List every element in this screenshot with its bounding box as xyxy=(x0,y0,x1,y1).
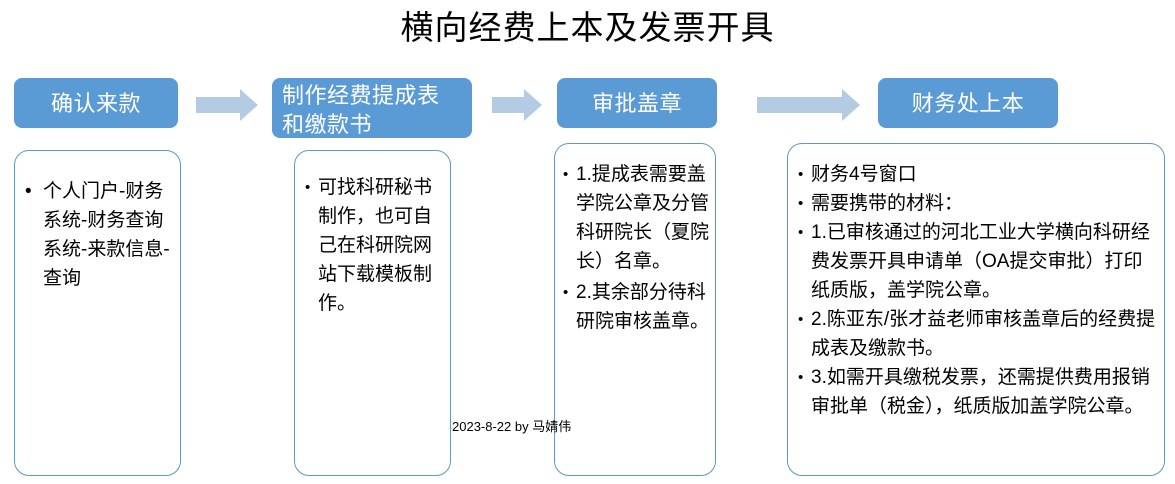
step-content-box-4: • 财务4号窗口 • 需要携带的材料： • 1.已审核通过的河北工业大学横向科研… xyxy=(787,143,1165,476)
step-header-label: 确认来款 xyxy=(50,90,141,116)
bullet-text: 需要携带的材料： xyxy=(811,193,964,214)
bullet-text: 可找科研秘书制作，也可自己在科研院网站下载模板制作。 xyxy=(318,177,433,314)
step-header-prepare-forms[interactable]: 制作经费提成表 和缴款书 xyxy=(272,78,472,138)
page-title: 横向经费上本及发票开具 xyxy=(400,9,775,46)
list-item: • 2.其余部分待科研院审核盖章。 xyxy=(563,278,709,336)
arrow-head xyxy=(842,89,860,121)
list-item: • 1.已审核通过的河北工业大学横向科研经费发票开具申请单（OA提交审批）打印纸… xyxy=(798,218,1156,305)
list-item: • 3.如需开具缴税发票，还需提供费用报销审批单（税金），纸质版加盖学院公章。 xyxy=(798,363,1156,421)
arrow-shaft xyxy=(757,97,842,113)
flow-arrow-right-icon xyxy=(492,89,542,121)
bullet-marker: • xyxy=(798,166,804,183)
step-content-box-2: • 可找科研秘书制作，也可自己在科研院网站下载模板制作。 xyxy=(294,150,451,476)
bullet-list-1: • 个人门户-财务系统-财务查询系统-来款信息-查询 xyxy=(15,151,180,293)
step-content-box-1: • 个人门户-财务系统-财务查询系统-来款信息-查询 xyxy=(14,150,181,476)
step-header-finance-office[interactable]: 财务处上本 xyxy=(878,78,1058,128)
flow-arrow-right-icon xyxy=(757,89,860,121)
bullet-list-4: • 财务4号窗口 • 需要携带的材料： • 1.已审核通过的河北工业大学横向科研… xyxy=(788,144,1164,421)
list-item: • 财务4号窗口 xyxy=(798,160,1156,189)
step-header-label-line1: 制作经费提成表 xyxy=(282,83,440,108)
bullet-text: 2.陈亚东/张才益老师审核盖章后的经费提成表及缴款书。 xyxy=(811,309,1156,359)
step-header-approval-stamp[interactable]: 审批盖章 xyxy=(557,78,717,128)
bullet-text: 2.其余部分待科研院审核盖章。 xyxy=(576,282,710,332)
step-header-confirm-payment[interactable]: 确认来款 xyxy=(14,78,178,128)
footer-credit-note: 2023-8-22 by 马婧伟 xyxy=(452,419,572,434)
arrow-shaft xyxy=(492,97,524,113)
bullet-marker: • xyxy=(798,224,804,241)
step-header-label: 审批盖章 xyxy=(591,90,682,116)
arrow-head xyxy=(240,89,258,121)
bullet-marker: • xyxy=(798,311,804,328)
arrow-head xyxy=(524,89,542,121)
list-item: • 可找科研秘书制作，也可自己在科研院网站下载模板制作。 xyxy=(305,173,444,318)
bullet-marker: • xyxy=(563,284,569,301)
bullet-list-2: • 可找科研秘书制作，也可自己在科研院网站下载模板制作。 xyxy=(295,151,450,318)
list-item: • 个人门户-财务系统-财务查询系统-来款信息-查询 xyxy=(25,177,172,293)
step-header-label-line2: 和缴款书 xyxy=(282,112,373,137)
bullet-text: 财务4号窗口 xyxy=(811,164,917,185)
bullet-text: 1.已审核通过的河北工业大学横向科研经费发票开具申请单（OA提交审批）打印纸质版… xyxy=(811,222,1150,301)
list-item: • 需要携带的材料： xyxy=(798,189,1156,218)
list-item: • 1.提成表需要盖学院公章及分管科研院长（夏院长）名章。 xyxy=(563,160,709,276)
bullet-list-3: • 1.提成表需要盖学院公章及分管科研院长（夏院长）名章。 • 2.其余部分待科… xyxy=(555,144,715,336)
bullet-marker: • xyxy=(25,181,32,202)
step-header-label: 财务处上本 xyxy=(911,90,1025,116)
bullet-marker: • xyxy=(305,179,311,196)
flow-arrow-right-icon xyxy=(196,89,258,121)
bullet-text: 1.提成表需要盖学院公章及分管科研院长（夏院长）名章。 xyxy=(576,164,710,272)
bullet-marker: • xyxy=(798,369,804,386)
list-item: • 2.陈亚东/张才益老师审核盖章后的经费提成表及缴款书。 xyxy=(798,305,1156,363)
bullet-marker: • xyxy=(798,195,804,212)
bullet-text: 个人门户-财务系统-财务查询系统-来款信息-查询 xyxy=(43,181,170,289)
bullet-marker: • xyxy=(563,166,569,183)
arrow-shaft xyxy=(196,97,240,113)
step-content-box-3: • 1.提成表需要盖学院公章及分管科研院长（夏院长）名章。 • 2.其余部分待科… xyxy=(554,143,716,476)
bullet-text: 3.如需开具缴税发票，还需提供费用报销审批单（税金），纸质版加盖学院公章。 xyxy=(811,367,1150,417)
